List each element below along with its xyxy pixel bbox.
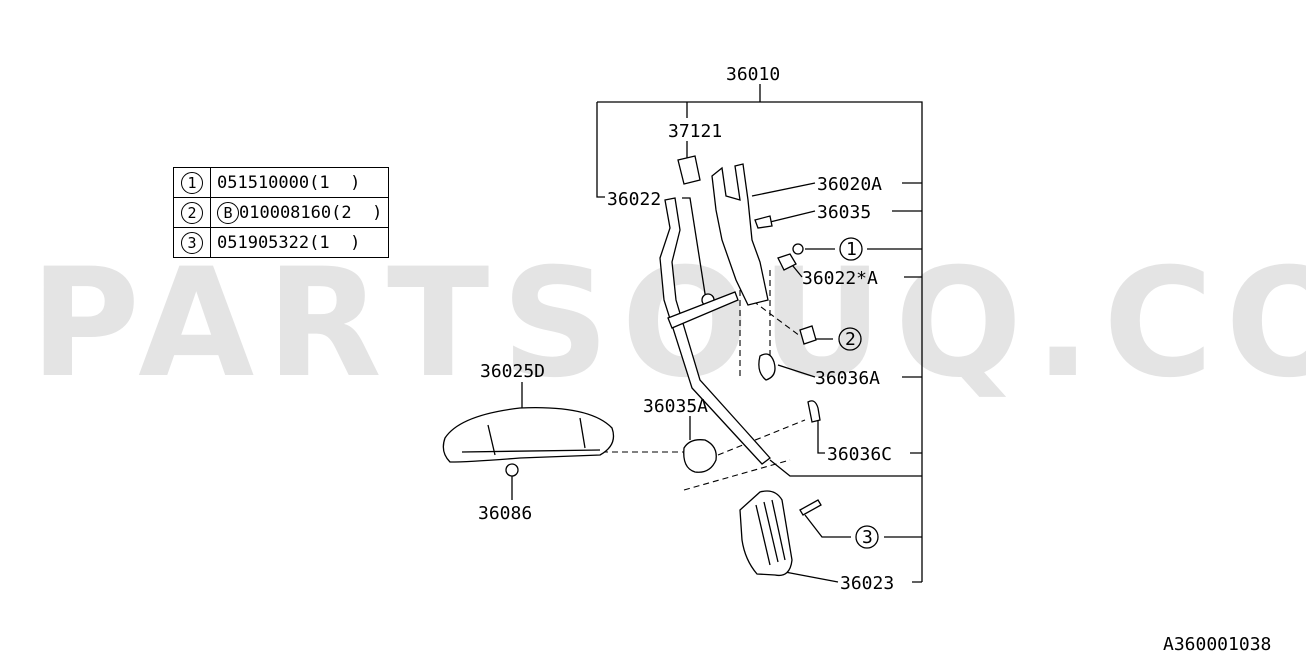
label-37121: 37121: [668, 121, 722, 142]
quantity: (1 ): [309, 232, 361, 253]
quantity: (2 ): [331, 202, 383, 223]
part-number: 051905322: [217, 232, 310, 253]
label-ref-2: 2: [845, 329, 856, 350]
label-36022A: 36022*A: [802, 268, 878, 289]
ref-number: 2: [181, 201, 203, 224]
part-number: 051510000: [217, 172, 310, 193]
bracket-36020A: [711, 163, 769, 306]
bolt-2: [799, 325, 817, 345]
part-drawings: [442, 155, 822, 577]
stopper-36035: [754, 215, 773, 229]
washer-1: [792, 243, 804, 255]
stopper-36035A: [683, 439, 717, 473]
table-row: 1 051510000(1 ): [173, 167, 390, 198]
diagram-code: A360001038: [1163, 634, 1271, 653]
label-ref-1: 1: [846, 239, 857, 260]
callout-labels: 36010 37121 36022 36020A 36035 1 36022*A…: [478, 64, 1271, 653]
label-36035: 36035: [817, 202, 871, 223]
screw-36086: [505, 463, 519, 477]
ref-circle-1: [839, 237, 863, 261]
ref-number: 1: [181, 171, 203, 194]
clip-37121: [677, 155, 701, 185]
assembly-dashes: [602, 270, 806, 491]
label-36036A: 36036A: [815, 368, 880, 389]
bushing-36022A: [777, 253, 797, 271]
leader-lines: [511, 84, 923, 583]
quantity: (1 ): [309, 172, 361, 193]
ref-number: 3: [181, 231, 203, 254]
ref-circle-3: [855, 525, 879, 549]
part-number: 010008160: [239, 202, 332, 223]
cover-36025D: [442, 407, 615, 463]
label-36010: 36010: [726, 64, 780, 85]
label-36023: 36023: [840, 573, 894, 594]
pedal-arm: [659, 197, 771, 465]
bolt-type-badge: B: [217, 201, 239, 224]
pad-36023: [739, 490, 793, 577]
label-36022: 36022: [607, 189, 661, 210]
label-36025D: 36025D: [480, 361, 545, 382]
spring-36036C: [807, 400, 821, 423]
label-36086: 36086: [478, 503, 532, 524]
spring-36036A: [758, 353, 776, 381]
ref-circle-2: [838, 327, 862, 351]
label-36036C: 36036C: [827, 444, 892, 465]
pin-3: [799, 499, 822, 516]
label-36020A: 36020A: [817, 174, 882, 195]
table-row: 3 051905322(1 ): [173, 227, 390, 258]
label-ref-3: 3: [862, 527, 873, 548]
label-36035A: 36035A: [643, 396, 708, 417]
